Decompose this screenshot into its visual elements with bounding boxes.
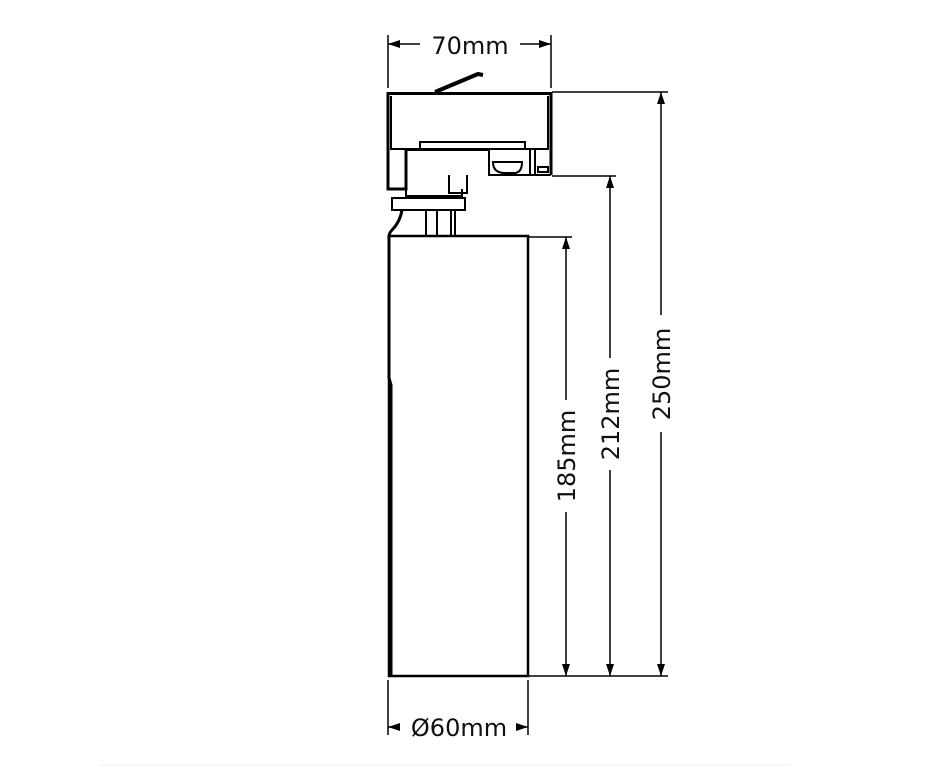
dim-height-250: 250mm	[648, 328, 676, 421]
dim-diameter-60: Ø60mm	[411, 714, 507, 742]
adapter-lever	[434, 71, 484, 94]
track-adapter	[386, 71, 553, 241]
dim-height-185: 185mm	[553, 410, 581, 503]
dim-height-212: 212mm	[597, 368, 625, 461]
dimension-lines	[387, 35, 668, 735]
lamp-body	[387, 234, 530, 678]
dim-width-70: 70mm	[431, 32, 508, 60]
